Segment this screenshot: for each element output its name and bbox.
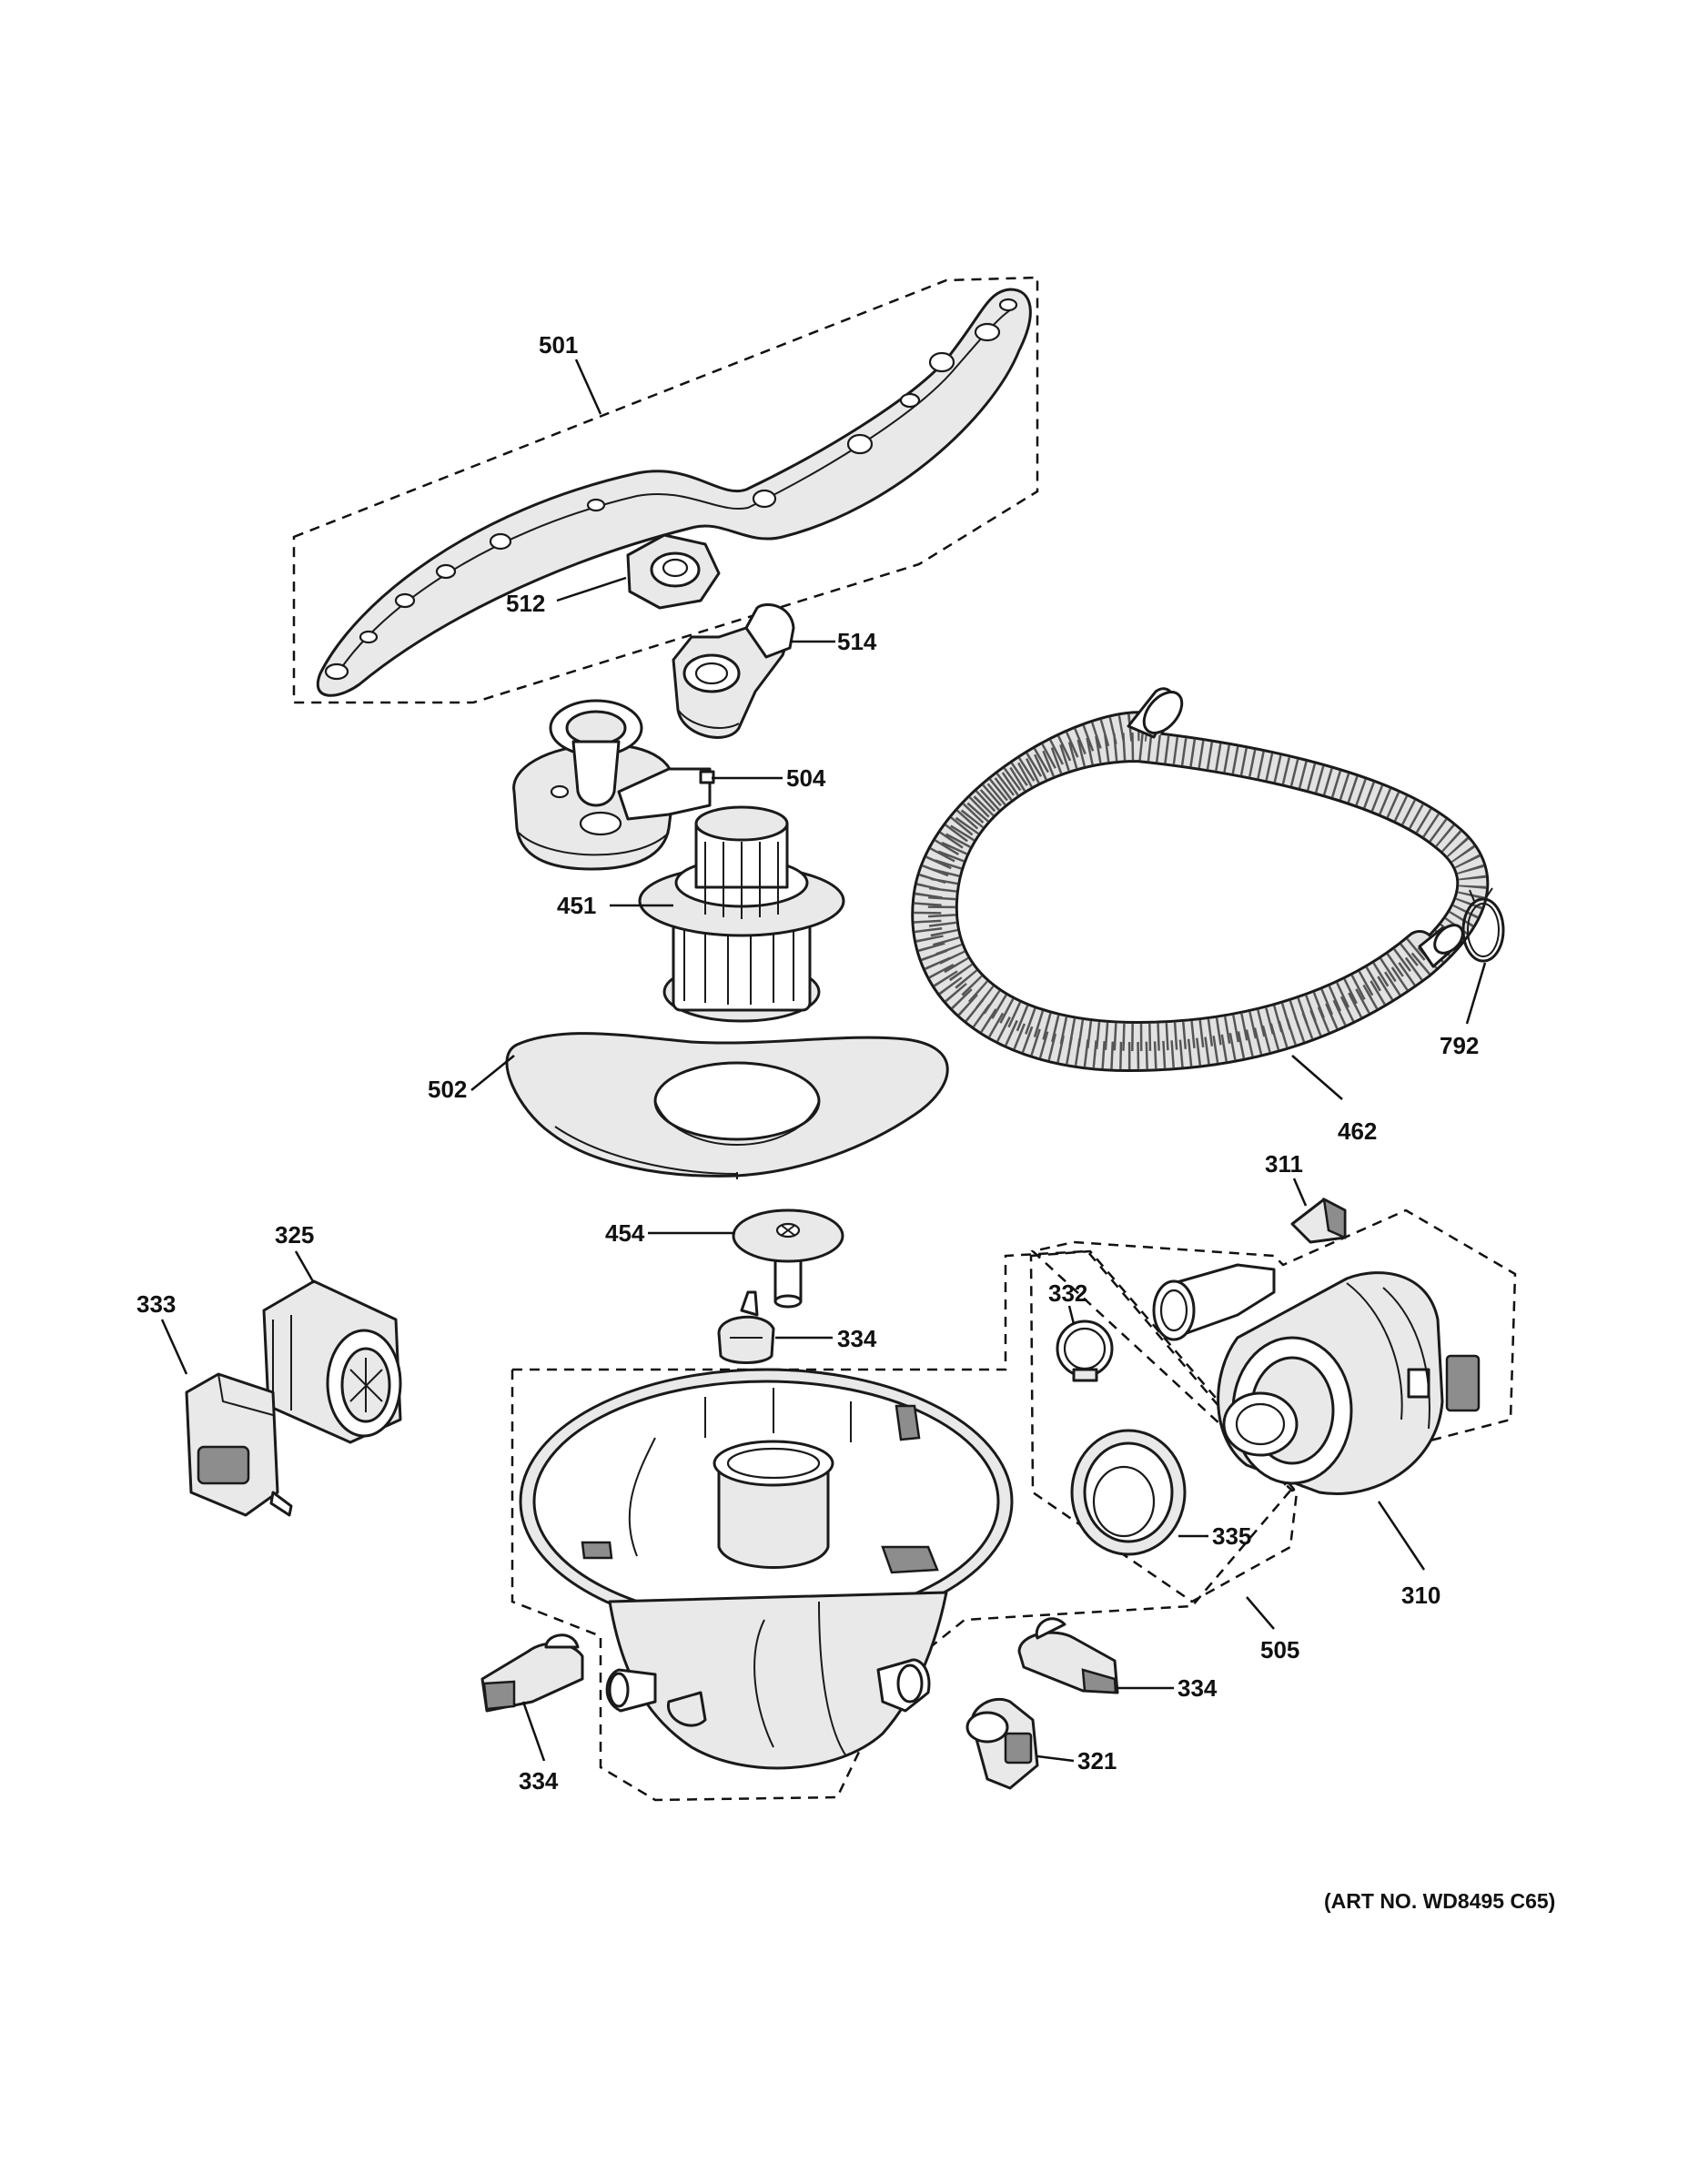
part-311-cover-tab[interactable] bbox=[1290, 1197, 1347, 1244]
part-334-clip-left[interactable] bbox=[480, 1633, 584, 1713]
part-334-clip-right[interactable] bbox=[1017, 1617, 1119, 1694]
callout-332: 332 bbox=[1048, 1279, 1087, 1307]
leader-333 bbox=[160, 1319, 188, 1375]
assembly-boundary-501 bbox=[292, 276, 1039, 704]
part-514-conduit-elbow[interactable] bbox=[672, 603, 795, 739]
part-325-drain-pump[interactable] bbox=[262, 1279, 402, 1444]
callout-504: 504 bbox=[786, 764, 826, 792]
leader-512 bbox=[556, 576, 627, 602]
leader-332 bbox=[1067, 1305, 1076, 1325]
leader-311 bbox=[1292, 1178, 1308, 1207]
part-502-fine-filter[interactable] bbox=[505, 1032, 949, 1179]
callout-462: 462 bbox=[1338, 1117, 1377, 1145]
callout-334-top: 334 bbox=[837, 1325, 877, 1352]
part-335-seal[interactable] bbox=[1070, 1429, 1187, 1556]
leader-505 bbox=[1246, 1596, 1275, 1630]
callout-501: 501 bbox=[539, 331, 578, 359]
callout-505: 505 bbox=[1260, 1636, 1299, 1663]
part-462-drain-hose[interactable] bbox=[911, 685, 1490, 1073]
part-334-clip-top[interactable] bbox=[717, 1290, 775, 1364]
part-501-spray-arm[interactable] bbox=[316, 288, 1032, 697]
art-number: (ART NO. WD8495 C65) bbox=[1324, 1889, 1555, 1913]
part-454-filter-cap[interactable] bbox=[732, 1208, 844, 1309]
callout-792: 792 bbox=[1440, 1032, 1479, 1059]
leader-334-left bbox=[521, 1701, 546, 1762]
assembly-boundary-335 bbox=[1029, 1249, 1299, 1603]
callout-454: 454 bbox=[605, 1219, 645, 1247]
part-332-clamp[interactable] bbox=[1056, 1320, 1114, 1382]
leader-792 bbox=[1465, 962, 1487, 1025]
part-792-hose-clamp[interactable] bbox=[1461, 887, 1505, 963]
part-505-sump-housing[interactable] bbox=[519, 1368, 1014, 1770]
callout-311: 311 bbox=[1265, 1150, 1303, 1178]
part-451-filter-assembly[interactable] bbox=[638, 805, 845, 1023]
leader-321 bbox=[1036, 1754, 1075, 1763]
callout-334-right: 334 bbox=[1178, 1674, 1218, 1702]
callout-310: 310 bbox=[1401, 1582, 1440, 1609]
callout-325: 325 bbox=[275, 1221, 314, 1249]
callout-514: 514 bbox=[837, 628, 877, 655]
callout-labels: 501 512 514 504 451 502 792 462 454 311 … bbox=[136, 331, 1479, 1795]
leader-310 bbox=[1377, 1501, 1426, 1571]
callout-334-left: 334 bbox=[519, 1767, 559, 1795]
part-310-pump-motor[interactable] bbox=[1152, 1263, 1481, 1495]
leader-325 bbox=[294, 1250, 316, 1284]
part-512-spray-arm-nut[interactable] bbox=[626, 533, 721, 610]
callout-451: 451 bbox=[557, 892, 596, 919]
callout-335: 335 bbox=[1212, 1522, 1251, 1550]
callout-321: 321 bbox=[1077, 1747, 1117, 1774]
part-321-sensor[interactable] bbox=[965, 1697, 1039, 1790]
leader-501 bbox=[574, 359, 602, 415]
leader-502 bbox=[470, 1055, 515, 1091]
callout-512: 512 bbox=[506, 590, 545, 617]
part-504-manifold[interactable] bbox=[512, 699, 715, 871]
leader-lines bbox=[160, 359, 1487, 1763]
leader-462 bbox=[1291, 1055, 1343, 1100]
part-333-diverter-motor[interactable] bbox=[185, 1372, 293, 1517]
callout-502: 502 bbox=[428, 1076, 467, 1103]
callout-333: 333 bbox=[136, 1290, 176, 1318]
